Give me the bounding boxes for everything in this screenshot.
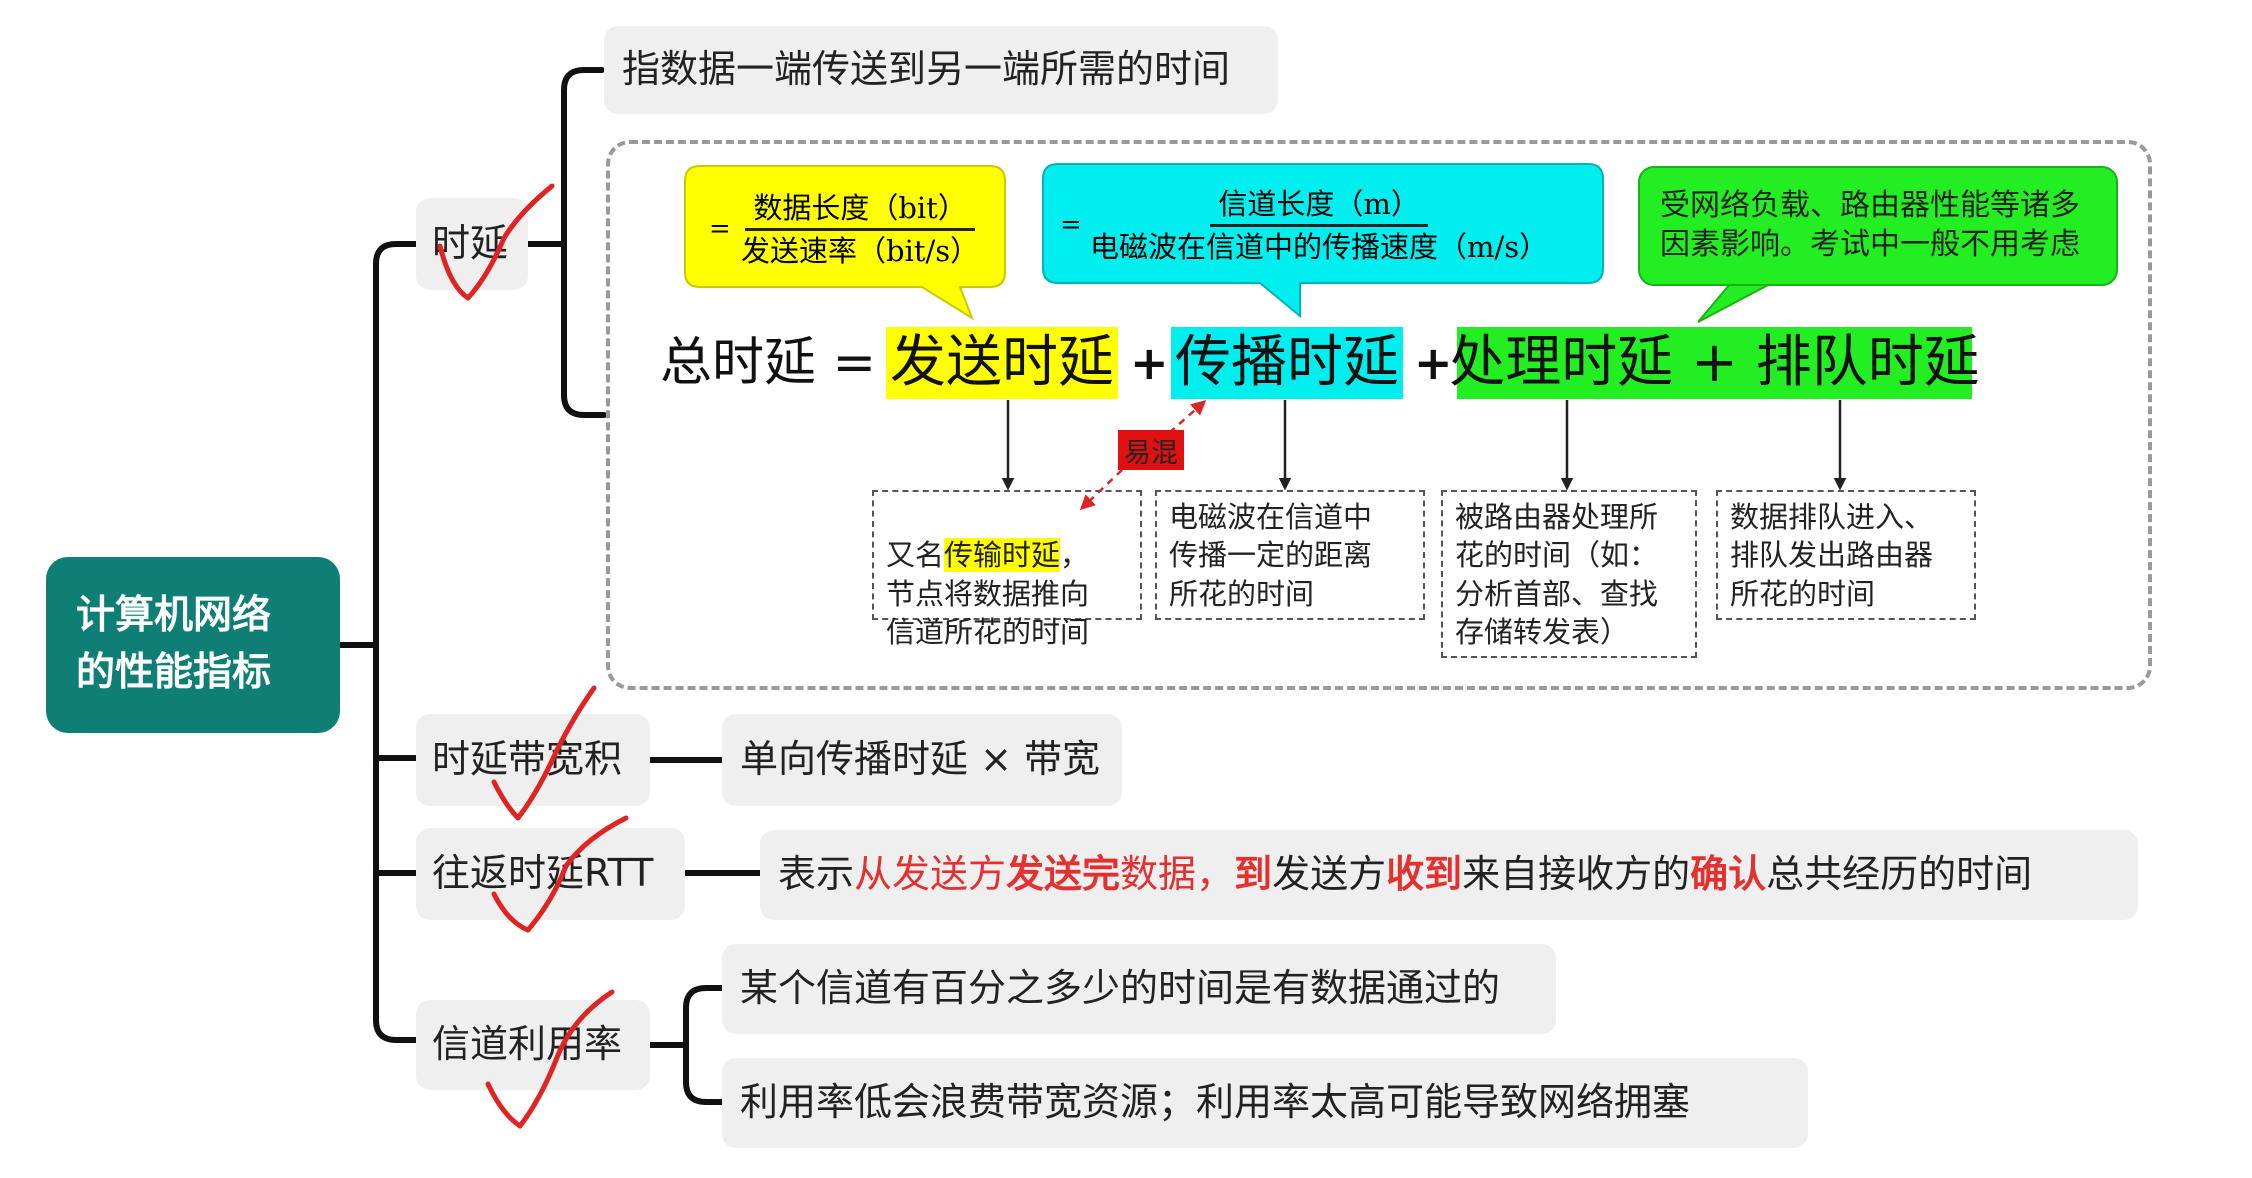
- root-node: 计算机网络 的性能指标: [46, 557, 340, 733]
- transmission-note-rest: 节点将数据推向 信道所花的时间: [886, 576, 1090, 649]
- propagation-eq-sign: =: [1060, 210, 1082, 240]
- transmission-delay-note: 又名传输时延，节点将数据推向 信道所花的时间: [872, 490, 1142, 649]
- transmission-fraction: 数据长度（bit） 发送速率（bit/s）: [733, 190, 987, 270]
- node-rtt-label: 往返时延RTT: [432, 851, 654, 896]
- node-utilization-label: 信道利用率: [432, 1022, 623, 1067]
- propagation-delay-note: 电磁波在信道中 传播一定的距离 所花的时间: [1155, 490, 1425, 620]
- term-processing-queuing-delay: 处理时延 + 排队时延: [1449, 327, 1980, 399]
- rtt-part-7: 收到: [1386, 852, 1463, 897]
- node-bdp-label: 时延带宽积: [432, 737, 623, 782]
- queuing-delay-note: 数据排队进入、 排队发出路由器 所花的时间: [1716, 490, 1976, 620]
- rtt-part-6: 发送方: [1272, 852, 1387, 897]
- bdp-definition-text: 单向传播时延 × 带宽: [740, 737, 1100, 782]
- transmission-note-prefix: 又名: [886, 538, 945, 573]
- transmission-note-suffix: ，: [1060, 538, 1090, 573]
- rtt-part-10: 总共经历的时间: [1766, 852, 2033, 897]
- formula-lhs: 总时延 =: [660, 333, 877, 393]
- utilization-item-1-text: 某个信道有百分之多少的时间是有数据通过的: [740, 966, 1501, 1011]
- node-channel-utilization: 信道利用率: [416, 1000, 650, 1090]
- transmission-denominator: 发送速率（bit/s）: [741, 234, 980, 269]
- confusable-tag: 易混: [1118, 430, 1184, 470]
- delay-definition: 指数据一端传送到另一端所需的时间: [604, 26, 1278, 114]
- rtt-part-3: 发送完: [1006, 852, 1121, 897]
- propagation-denominator: 电磁波在信道中的传播速度（m/s）: [1090, 230, 1549, 265]
- utilization-item-1: 某个信道有百分之多少的时间是有数据通过的: [722, 944, 1556, 1034]
- node-bandwidth-delay-product: 时延带宽积: [416, 714, 650, 806]
- propagation-numerator: 信道长度（m）: [1210, 186, 1428, 228]
- transmission-numerator: 数据长度（bit）: [745, 190, 975, 232]
- node-delay: 时延: [416, 198, 528, 290]
- node-rtt: 往返时延RTT: [416, 828, 685, 920]
- rtt-part-1: 表示: [778, 852, 855, 897]
- other-delay-note: 受网络负载、路由器性能等诸多 因素影响。考试中一般不用考虑: [1638, 166, 2118, 286]
- plus-sign-2: +: [1414, 336, 1453, 390]
- utilization-item-2-text: 利用率低会浪费带宽资源；利用率太高可能导致网络拥塞: [740, 1080, 1691, 1125]
- utilization-item-2: 利用率低会浪费带宽资源；利用率太高可能导致网络拥塞: [722, 1058, 1808, 1148]
- plus-sign-1: +: [1130, 336, 1169, 390]
- rtt-part-9: 确认: [1690, 852, 1767, 897]
- transmission-note-highlight: 传输时延: [944, 538, 1061, 573]
- term-propagation-delay: 传播时延: [1171, 327, 1403, 399]
- propagation-fraction: 信道长度（m） 电磁波在信道中的传播速度（m/s）: [1082, 186, 1556, 266]
- delay-definition-text: 指数据一端传送到另一端所需的时间: [622, 47, 1231, 92]
- transmission-eq-sign: =: [709, 214, 731, 244]
- rtt-part-4: 数据，: [1120, 852, 1235, 897]
- term-transmission-delay: 发送时延: [886, 327, 1118, 399]
- delay-formula-frame: [606, 140, 2152, 690]
- rtt-part-8: 来自接收方的: [1462, 852, 1691, 897]
- processing-delay-note: 被路由器处理所 花的时间（如： 分析首部、查找 存储转发表）: [1441, 490, 1697, 658]
- node-delay-label: 时延: [432, 221, 509, 266]
- rtt-part-5: 到: [1234, 852, 1273, 897]
- rtt-definition: 表示从发送方发送完数据，到发送方收到来自接收方的确认总共经历的时间: [760, 830, 2138, 920]
- rtt-part-2: 从发送方: [854, 852, 1007, 897]
- bdp-definition: 单向传播时延 × 带宽: [722, 714, 1122, 806]
